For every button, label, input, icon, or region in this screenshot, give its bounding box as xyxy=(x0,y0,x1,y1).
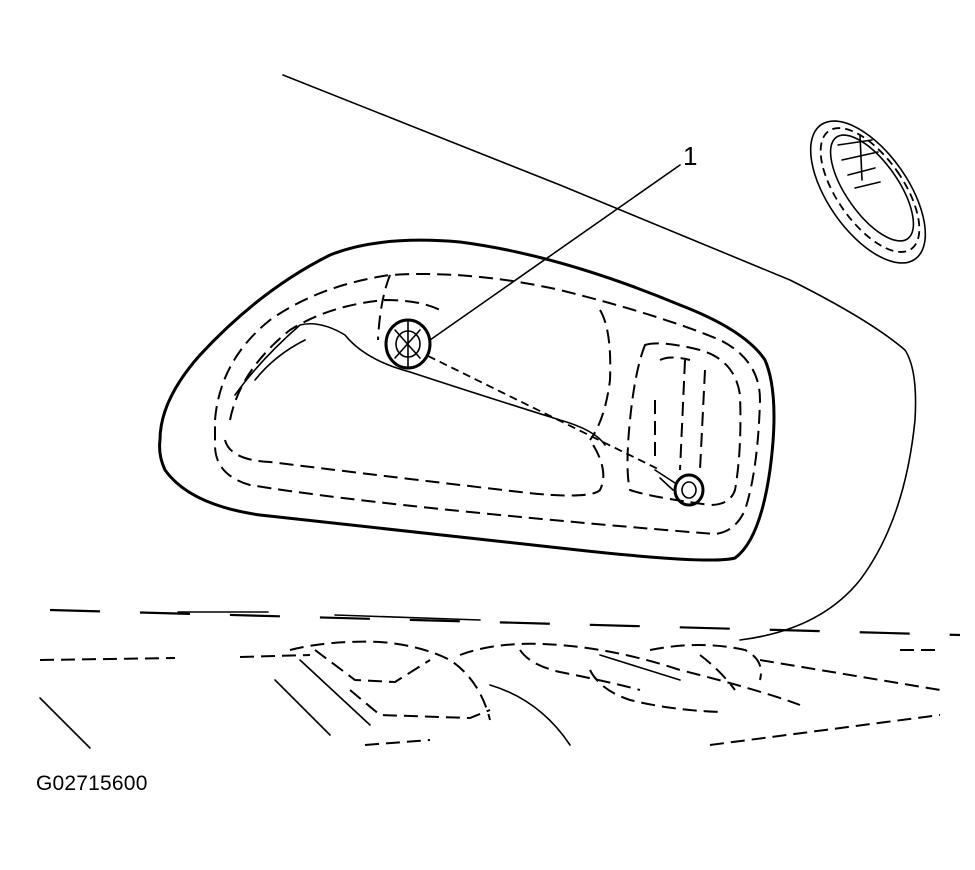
handle-bezel-inner xyxy=(214,273,762,536)
figure-id: G02715600 xyxy=(36,772,148,795)
fastener-lower xyxy=(654,469,705,507)
callout-1-leader xyxy=(429,164,681,341)
fastener-centerline xyxy=(427,355,661,471)
speaker-grille xyxy=(809,120,927,264)
callout-1-label: 1 xyxy=(683,141,697,171)
lower-trim-lines xyxy=(39,608,961,749)
armrest-switch-detail xyxy=(289,640,941,746)
door-panel-outline xyxy=(282,74,917,641)
handle-bezel-outer xyxy=(158,238,776,562)
fastener-upper xyxy=(384,318,432,370)
callout-1: 1 xyxy=(429,141,697,341)
